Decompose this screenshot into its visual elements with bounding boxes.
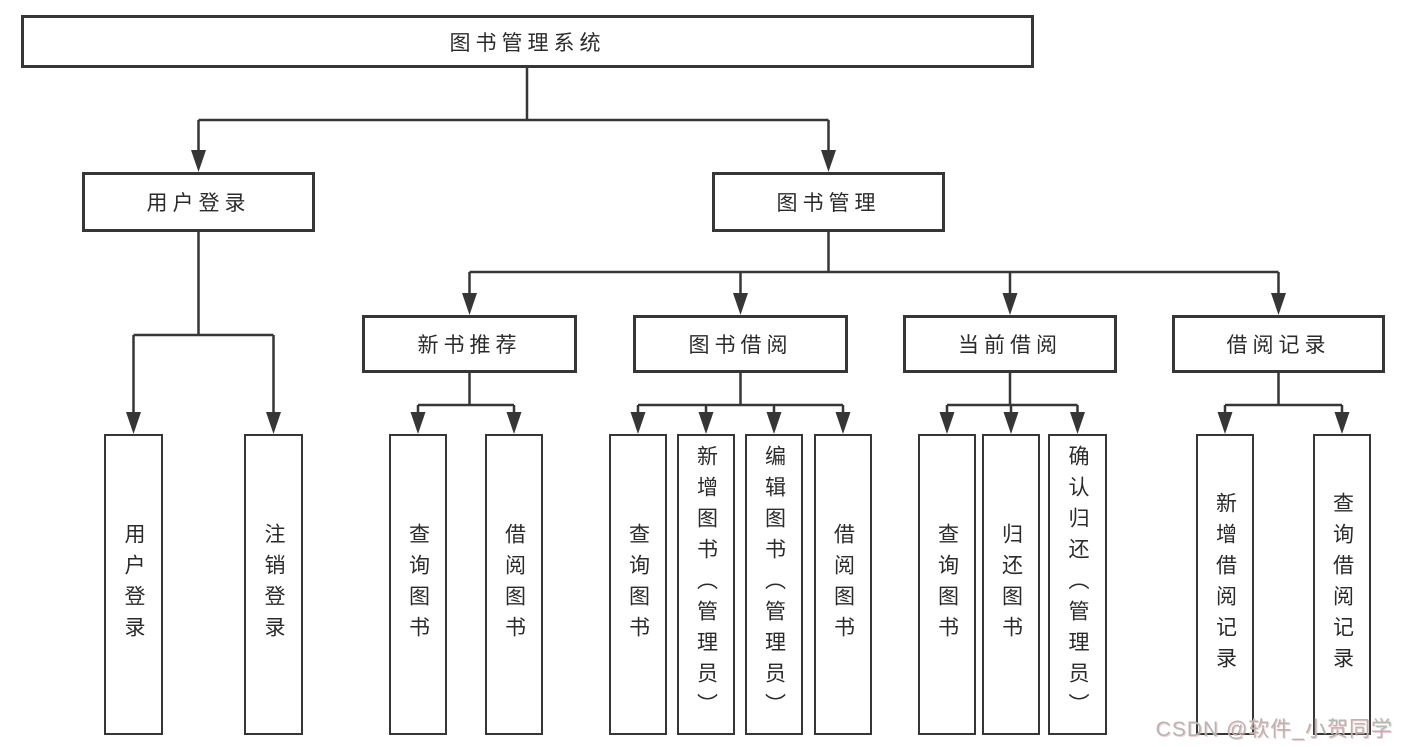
edge-user-login-to-leaves	[132, 232, 275, 415]
leaf-add-books-admin: 新增图书（管理员）	[677, 434, 735, 735]
node-label: 借阅图书	[502, 522, 526, 647]
leaf-return-books: 归还图书	[982, 434, 1040, 735]
edge-book-mgmt-to-level3	[468, 232, 1280, 296]
node-label: 用户登录	[146, 192, 251, 215]
edge-borrow-records-to-leaves	[1223, 373, 1344, 416]
node-label: 新书推荐	[417, 334, 522, 357]
node-label: 注销登录	[262, 522, 285, 647]
node-label: 查询图书	[626, 522, 650, 647]
node-label: 借阅记录	[1226, 334, 1331, 357]
leaf-borrow-books: 借阅图书	[814, 434, 872, 735]
node-current-borrowing: 当前借阅	[903, 315, 1117, 373]
csdn-watermark: CSDN @软件_小贺同学	[1155, 718, 1393, 741]
node-book-management: 图书管理	[712, 172, 945, 232]
node-label: 查询借阅记录	[1330, 491, 1354, 678]
edge-current-borrow-to-leaves	[945, 373, 1079, 416]
node-label: 新增借阅记录	[1213, 491, 1237, 678]
node-user-login: 用户登录	[82, 172, 315, 232]
node-label: 图书借阅	[688, 334, 793, 357]
node-book-borrowing: 图书借阅	[633, 315, 848, 373]
leaf-add-borrowing-record: 新增借阅记录	[1196, 434, 1254, 735]
edge-new-book-rec-to-leaves	[416, 373, 516, 416]
node-label: 用户登录	[122, 522, 145, 647]
node-label: 归还图书	[999, 522, 1023, 647]
node-label: 新增图书（管理员）	[694, 445, 718, 724]
leaf-query-books-recommend: 查询图书	[389, 434, 447, 735]
leaf-edit-books-admin: 编辑图书（管理员）	[745, 434, 803, 735]
node-label: 查询图书	[935, 522, 959, 647]
node-label: 图书管理系统	[449, 31, 606, 55]
leaf-query-books-borrowing: 查询图书	[609, 434, 667, 735]
leaf-query-books-current: 查询图书	[918, 434, 976, 735]
node-library-management-system: 图书管理系统	[21, 15, 1034, 68]
edge-book-borrow-to-leaves	[636, 373, 845, 416]
node-label: 查询图书	[406, 522, 430, 647]
node-label: 编辑图书（管理员）	[762, 445, 786, 724]
leaf-query-borrowing-record: 查询借阅记录	[1313, 434, 1371, 735]
node-new-book-recommendation: 新书推荐	[362, 315, 577, 373]
arrowheads	[126, 150, 1350, 434]
node-borrowing-records: 借阅记录	[1172, 315, 1385, 373]
leaf-user-login: 用户登录	[104, 434, 163, 735]
leaf-confirm-return-admin: 确认归还（管理员）	[1048, 434, 1107, 735]
node-label: 借阅图书	[831, 522, 855, 647]
node-label: 确认归还（管理员）	[1066, 445, 1089, 724]
leaf-logout: 注销登录	[244, 434, 303, 735]
node-label: 当前借阅	[958, 334, 1062, 357]
leaf-borrow-books-recommend: 借阅图书	[485, 434, 543, 735]
edge-root-to-level2	[197, 68, 830, 153]
node-label: 图书管理	[776, 192, 881, 215]
